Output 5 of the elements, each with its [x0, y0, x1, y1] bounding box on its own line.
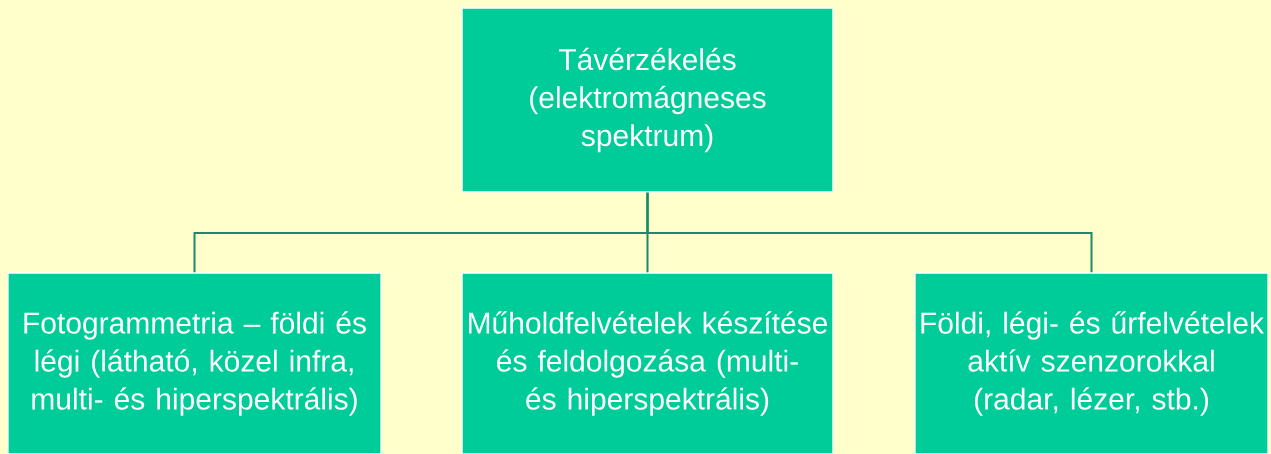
branch-box: Fotogrammetria – földi és légi (látható, közel infra, multi- és hiperspektrális)	[7, 272, 382, 454]
branch-box: Műholdfelvételek készítése és feldolgozása (multi- és hiperspektrális)	[461, 272, 834, 454]
branch-box: Földi, légi- és űrfelvételek aktív szenzorokkal (radar, lézer, stb.)	[914, 272, 1269, 454]
root-box: Távérzékelés (elektromágneses spektrum)	[461, 7, 834, 193]
connector-line	[646, 191, 1093, 274]
